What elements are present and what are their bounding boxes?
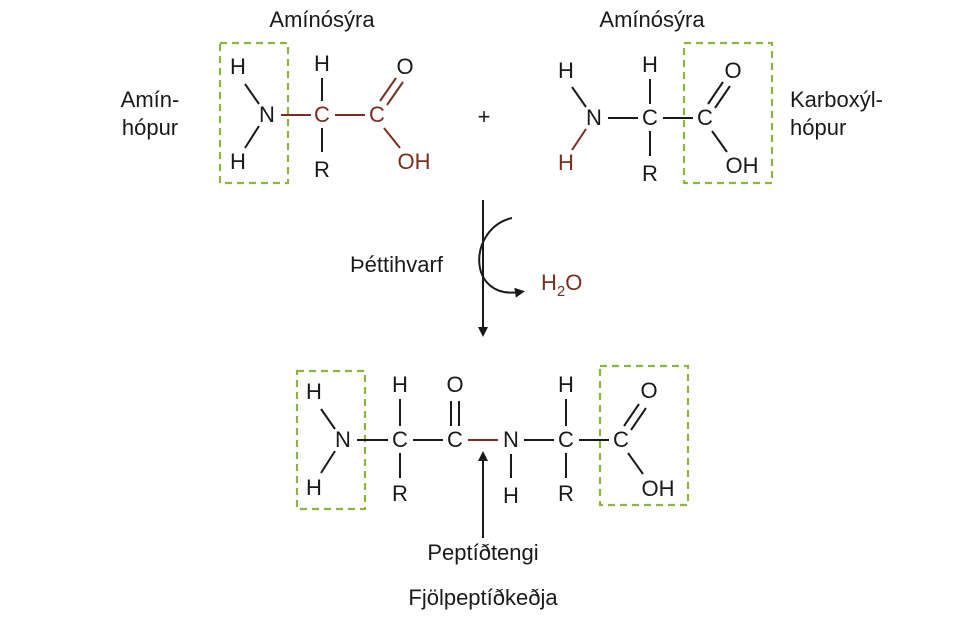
atom-h: H (230, 149, 246, 174)
atom-h: H (642, 52, 658, 77)
atom-c-carbonyl: C (447, 427, 463, 452)
atom-n: N (259, 102, 275, 127)
amine-group-box (218, 41, 290, 185)
atom-h: H (558, 58, 574, 83)
amine-group-label-line1: Amín- (121, 87, 180, 112)
dipeptide: H H N C H R C O N H C H R C O OH (295, 364, 690, 511)
atom-c-alpha: C (642, 105, 658, 130)
atom-oh: OH (398, 149, 431, 174)
amino-acid-2: H H N C H R C O OH (558, 41, 774, 186)
carboxyl-group-box (682, 41, 774, 185)
atom-c-carboxyl: C (369, 102, 385, 127)
polypeptide-label: Fjölpeptíðkeðja (408, 585, 558, 610)
atom-n: N (586, 105, 602, 130)
water-label: H2O (541, 270, 582, 300)
plus-sign: + (478, 104, 491, 129)
carboxyl-group-label-line2: hópur (790, 115, 846, 140)
atom-h: H (503, 483, 519, 508)
amino-acid-2-label: Amínósýra (599, 7, 705, 32)
atom-o: O (640, 378, 657, 403)
atom-r: R (558, 481, 574, 506)
amine-group-label-line2: hópur (122, 115, 178, 140)
atom-oh: OH (642, 476, 675, 501)
peptide-bond-label: Peptíðtengi (427, 540, 538, 565)
reaction-arrow: Þéttihvarf H2O (350, 200, 582, 337)
atom-o: O (446, 372, 463, 397)
atom-c-alpha-1: C (392, 427, 408, 452)
atom-h: H (392, 372, 408, 397)
atom-r: R (314, 157, 330, 182)
reaction-label: Þéttihvarf (350, 252, 444, 277)
atom-o: O (724, 58, 741, 83)
atom-r: R (392, 481, 408, 506)
amino-acid-1: H H N C H R C O OH (218, 41, 431, 185)
atom-c-carboxyl: C (613, 427, 629, 452)
atom-c-carboxyl: C (697, 105, 713, 130)
atom-h: H (230, 54, 246, 79)
atom-h: H (306, 379, 322, 404)
atom-n: N (503, 427, 519, 452)
atom-h-red: H (558, 150, 574, 175)
atom-h: H (306, 475, 322, 500)
carboxyl-group-box (598, 364, 690, 507)
atom-o: O (396, 54, 413, 79)
atom-h: H (558, 372, 574, 397)
amino-acid-1-label: Amínósýra (269, 7, 375, 32)
atom-oh: OH (726, 153, 759, 178)
atom-n: N (335, 427, 351, 452)
curved-arrow (478, 217, 525, 298)
atom-c-alpha-2: C (558, 427, 574, 452)
atom-r: R (642, 161, 658, 186)
carboxyl-group-label-line1: Karboxýl- (790, 87, 883, 112)
atom-c-alpha: C (314, 102, 330, 127)
atom-h: H (314, 51, 330, 76)
